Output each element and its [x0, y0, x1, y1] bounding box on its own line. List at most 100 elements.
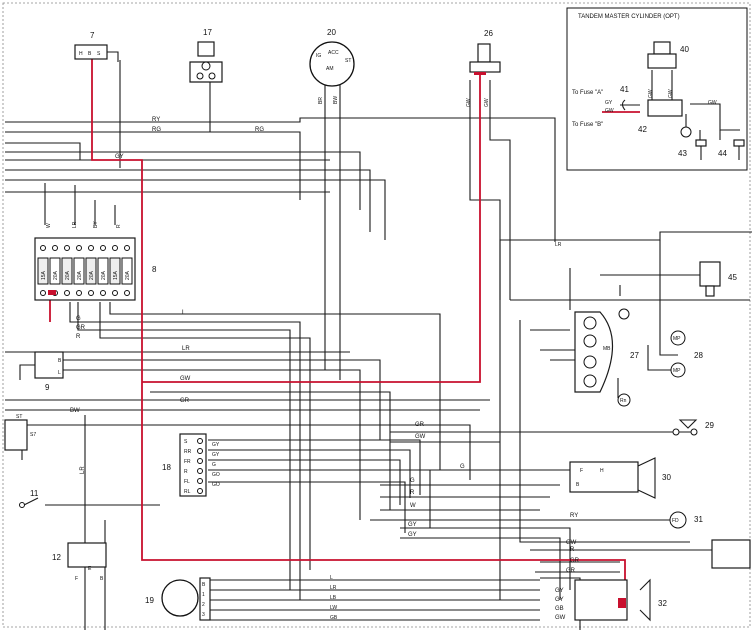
svg-text:GW: GW	[648, 89, 654, 98]
svg-text:G: G	[460, 464, 465, 470]
component-29-switch: 29	[672, 419, 714, 436]
svg-text:IG: IG	[316, 53, 321, 59]
svg-text:R: R	[570, 547, 575, 553]
svg-text:GW: GW	[566, 540, 577, 546]
component-45: 45 LR	[555, 242, 737, 297]
svg-text:G: G	[76, 316, 81, 322]
fuse-terminal	[40, 245, 46, 251]
fuse-terminal	[64, 245, 70, 251]
svg-text:GY: GY	[115, 154, 124, 160]
svg-text:LB: LB	[330, 595, 337, 601]
fuse-terminal	[40, 290, 46, 296]
svg-text:GW: GW	[555, 615, 566, 621]
svg-text:GB: GB	[330, 615, 338, 621]
component-20-ignition-switch: 20 IG ACC AM ST BR BW	[309, 28, 355, 104]
fuse-cell	[61, 257, 73, 285]
svg-text:F: F	[75, 576, 78, 582]
svg-text:RY: RY	[570, 513, 578, 519]
svg-text:GY: GY	[212, 442, 220, 448]
connector-pin	[197, 458, 203, 464]
fuse-cell	[37, 257, 49, 285]
svg-text:GW: GW	[415, 434, 426, 440]
connector-pin	[197, 488, 203, 494]
svg-text:LR: LR	[72, 221, 78, 228]
svg-text:LR: LR	[182, 346, 190, 352]
fuse-terminal	[124, 245, 130, 251]
svg-text:8: 8	[152, 265, 157, 274]
svg-text:Rn: Rn	[620, 398, 627, 404]
svg-text:GR: GR	[76, 325, 86, 331]
svg-text:BW: BW	[70, 408, 80, 414]
switch-st: ST S7	[4, 414, 36, 451]
svg-text:40: 40	[680, 45, 689, 54]
svg-text:GW: GW	[484, 98, 490, 107]
fuse-cell	[49, 257, 61, 285]
fuse-cell	[97, 257, 109, 285]
svg-text:L: L	[330, 575, 333, 581]
fuse-terminal	[124, 290, 130, 296]
svg-text:ST: ST	[345, 58, 351, 64]
svg-text:17: 17	[203, 28, 212, 37]
svg-text:GW: GW	[668, 89, 674, 98]
svg-text:RG: RG	[152, 127, 161, 133]
svg-text:GY: GY	[212, 452, 220, 458]
fuse-rating: 20A	[65, 270, 71, 280]
fuse-terminal	[100, 245, 106, 251]
svg-text:3: 3	[202, 612, 205, 618]
svg-text:W: W	[46, 223, 52, 228]
svg-text:MP: MP	[673, 368, 681, 374]
svg-text:LR: LR	[80, 466, 86, 474]
svg-text:41: 41	[620, 85, 629, 94]
svg-text:45: 45	[728, 273, 737, 282]
svg-text:B: B	[100, 576, 104, 582]
connector-pin	[197, 468, 203, 474]
fuse-terminal	[76, 290, 82, 296]
component-26: 26 GW GW	[466, 29, 501, 107]
svg-text:GY: GY	[555, 597, 564, 603]
fuse-terminal	[100, 290, 106, 296]
svg-text:12: 12	[52, 553, 61, 562]
fuse-rating: 20A	[101, 270, 107, 280]
svg-text:MP: MP	[673, 336, 681, 342]
svg-text:ST: ST	[16, 414, 22, 420]
fuse-terminal	[64, 290, 70, 296]
svg-text:GY: GY	[605, 100, 613, 106]
tandem-master-cylinder-box: TANDEM MASTER CYLINDER (OPT) 40 GW GW 41…	[566, 7, 748, 171]
svg-text:W: W	[410, 503, 416, 509]
connector-pin-label: RL	[184, 489, 191, 495]
svg-text:43: 43	[678, 149, 687, 158]
svg-text:GO: GO	[212, 482, 220, 488]
fuse-terminal	[76, 245, 82, 251]
svg-text:G: G	[410, 478, 415, 484]
svg-text:BY: BY	[93, 221, 99, 228]
svg-text:GW: GW	[605, 108, 614, 114]
svg-text:19: 19	[145, 596, 154, 605]
label-7: 7	[90, 31, 95, 40]
svg-text:28: 28	[694, 351, 703, 360]
svg-text:20: 20	[327, 28, 336, 37]
component-28-gauges: MP MP 28	[670, 330, 703, 378]
connector-pin-label: R	[184, 469, 188, 475]
component-32: 32	[574, 539, 751, 622]
svg-text:GR: GR	[415, 422, 425, 428]
svg-text:S7: S7	[30, 432, 36, 438]
connector-pin-label: S	[184, 439, 188, 445]
svg-text:44: 44	[718, 149, 727, 158]
svg-text:GW: GW	[466, 98, 472, 107]
svg-text:9: 9	[45, 383, 50, 392]
highlighted-circuit	[49, 58, 640, 600]
svg-text:RY: RY	[152, 117, 160, 123]
svg-text:LR: LR	[555, 242, 562, 248]
svg-text:GW: GW	[708, 100, 717, 106]
component-31: FD 31	[669, 511, 703, 529]
svg-text:GR: GR	[570, 558, 580, 564]
svg-text:GY: GY	[555, 588, 564, 594]
wires	[5, 60, 752, 630]
svg-text:29: 29	[705, 421, 714, 430]
fuse-terminal	[112, 245, 118, 251]
svg-text:1: 1	[202, 592, 205, 598]
component-7: 7 H B S	[74, 31, 119, 62]
